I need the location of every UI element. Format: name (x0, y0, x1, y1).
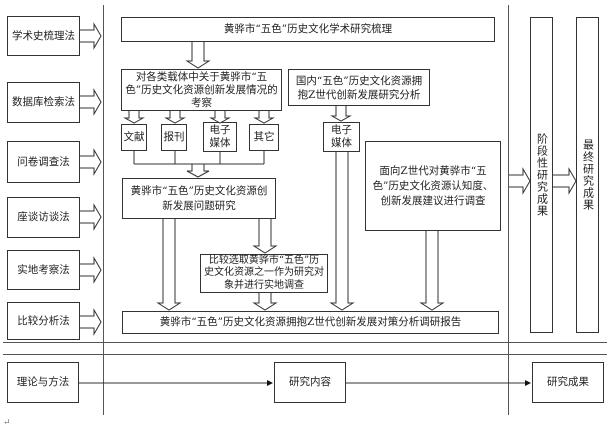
method-label: 学术史梳理法 (12, 29, 75, 42)
result-arrow-icon (553, 167, 577, 195)
legend-content-box: 研究内容 (274, 362, 346, 403)
flow-arrow-icon (419, 231, 445, 311)
method-label: 数据库检索法 (12, 96, 75, 108)
flow-arrow-icon (253, 111, 275, 124)
method-arrow-icon (80, 256, 102, 284)
carrier-electronic-box: 电子媒体 (203, 122, 237, 152)
carrier-label: 电子媒体 (331, 124, 352, 149)
final-results-box: 最终研究成果 (576, 17, 599, 333)
comparison-box: 比较选取黄骅市“五色”历史文化资源之一作为研究对象并进行实地调查 (200, 254, 328, 293)
final-report-box: 黄骅市“五色”历史文化资源拥抱Z世代创新发展对策分析调研报告 (122, 311, 499, 334)
stage-results-box: 阶段性研究成果 (530, 17, 553, 333)
method-box-academic-history: 学术史梳理法 (7, 16, 80, 56)
method-label: 比较分析法 (17, 314, 70, 327)
legend-theory-text: 理论与方法 (16, 376, 70, 388)
flow-arrow-icon (164, 111, 186, 124)
carrier-label: 电子媒体 (209, 124, 231, 149)
divider-left-vertical (103, 5, 104, 415)
carrier-label: 其它 (253, 131, 275, 143)
survey-box: 面向Z世代对黄骅市“五色”历史文化资源认知度、创新发展建议进行调查 (365, 141, 501, 231)
carrier-review-box: 对各类载体中关于黄骅市“五色”历史文化资源创新发展情况的考察 (121, 69, 282, 111)
flow-arrow-icon (185, 42, 211, 69)
method-arrow-icon (80, 22, 102, 50)
final-report-text: 黄骅市“五色”历史文化资源拥抱Z世代创新发展对策分析调研报告 (159, 316, 462, 328)
legend-outcome-text: 研究成果 (547, 376, 589, 388)
carrier-other-box: 其它 (249, 124, 279, 151)
top-title-text: 黄骅市“五色”历史文化学术研究梳理 (223, 23, 393, 35)
legend-content-text: 研究内容 (289, 376, 331, 388)
divider-right-vertical (508, 5, 509, 415)
method-box-interview: 座谈访谈法 (7, 197, 80, 238)
domestic-analysis-box: 国内“五色”历史文化资源拥抱Z世代创新发展研究分析 (288, 69, 430, 106)
problem-study-text: 黄骅市“五色”历史文化资源创新发展问题研究 (130, 184, 268, 212)
method-arrow-icon (80, 88, 102, 116)
divider-horizontal-bottom (3, 354, 607, 355)
top-title-box: 黄骅市“五色”历史文化学术研究梳理 (121, 17, 495, 42)
flow-arrow-icon (209, 111, 231, 124)
method-label: 座谈访谈法 (17, 211, 70, 223)
paragraph-mark: ↵ (3, 418, 11, 428)
carrier-review-text: 对各类载体中关于黄骅市“五色”历史文化资源创新发展情况的考察 (125, 70, 278, 109)
method-box-field-survey: 实地考察法 (7, 250, 80, 290)
carrier-literature-box: 文献 (121, 124, 147, 151)
legend-outcome-box: 研究成果 (532, 362, 604, 403)
carrier-label: 报刊 (163, 131, 185, 143)
comparison-text: 比较选取黄骅市“五色”历史文化资源之一作为研究对象并进行实地调查 (204, 254, 324, 291)
method-box-database-search: 数据库检索法 (7, 82, 80, 123)
flow-arrow-icon (186, 164, 210, 178)
flow-arrow-icon (252, 293, 278, 311)
problem-study-box: 黄骅市“五色”历史文化资源创新发展问题研究 (122, 178, 276, 219)
flow-arrow-icon (330, 106, 352, 122)
result-arrow-icon (509, 167, 531, 195)
method-label: 问卷调查法 (17, 155, 70, 168)
carrier-newspaper-box: 报刊 (161, 124, 187, 151)
final-results-text: 最终研究成果 (581, 139, 595, 211)
method-box-questionnaire: 问卷调查法 (7, 141, 80, 183)
domestic-analysis-text: 国内“五色”历史文化资源拥抱Z世代创新发展研究分析 (295, 74, 423, 101)
flow-arrow-icon (329, 152, 355, 311)
carrier-label: 文献 (123, 131, 145, 143)
flow-arrow-icon (252, 219, 278, 254)
method-arrow-icon (80, 148, 102, 176)
divider-horizontal-top (3, 342, 607, 343)
flow-arrow-icon (123, 111, 145, 124)
flow-arrow-icon (156, 219, 182, 311)
stage-results-text: 阶段性研究成果 (535, 133, 549, 217)
method-arrow-icon (80, 308, 102, 336)
survey-text: 面向Z世代对黄骅市“五色”历史文化资源认知度、创新发展建议进行调查 (372, 164, 494, 207)
method-box-comparative: 比较分析法 (7, 302, 80, 340)
method-arrow-icon (80, 203, 102, 231)
domestic-carrier-box: 电子媒体 (323, 122, 360, 152)
method-label: 实地考察法 (17, 263, 70, 276)
legend-theory-box: 理论与方法 (7, 362, 79, 403)
